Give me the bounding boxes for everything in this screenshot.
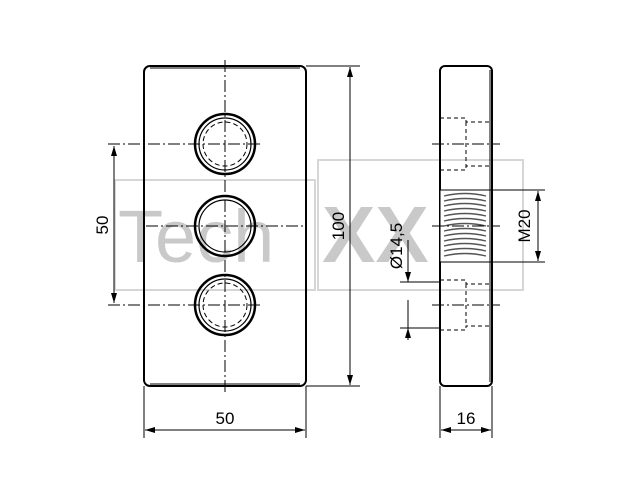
counterbore-top	[440, 117, 490, 171]
thread-section	[432, 189, 500, 263]
thread-line	[443, 217, 487, 222]
thread-line	[443, 232, 487, 237]
thread-line	[443, 202, 487, 207]
thread-line	[443, 227, 487, 232]
dim-thickness-label: 16	[457, 409, 476, 428]
thread-line	[443, 247, 487, 252]
thread-line	[443, 212, 487, 217]
thread-line	[443, 252, 487, 257]
thread-line	[443, 207, 487, 212]
thread-line	[443, 242, 487, 247]
counterbore-bottom	[440, 279, 490, 331]
hole-bottom	[108, 273, 262, 337]
dim-hole-spacing-label: 50	[93, 216, 112, 235]
dim-thread: M20	[490, 189, 545, 263]
dim-counterbore-label: Ø14,5	[387, 223, 406, 269]
thread-line	[443, 222, 487, 227]
thread-line	[443, 237, 487, 242]
dim-width: 50	[143, 386, 307, 438]
dim-thread-label: M20	[515, 209, 534, 242]
dim-height: 100	[306, 65, 360, 387]
dim-width-label: 50	[216, 409, 235, 428]
thread-line	[443, 192, 487, 197]
thread-line	[443, 197, 487, 202]
watermark-text-right: XX	[322, 190, 429, 279]
hole-top	[108, 112, 262, 176]
side-view: Ø14,5 M20 16	[387, 65, 545, 438]
dim-hole-spacing: 50	[93, 146, 117, 303]
hole-middle	[146, 194, 304, 258]
front-view: 50 100 50	[93, 60, 360, 438]
dim-height-label: 100	[329, 212, 348, 240]
dim-thickness: 16	[439, 386, 493, 438]
dim-counterbore: Ø14,5	[387, 223, 440, 340]
